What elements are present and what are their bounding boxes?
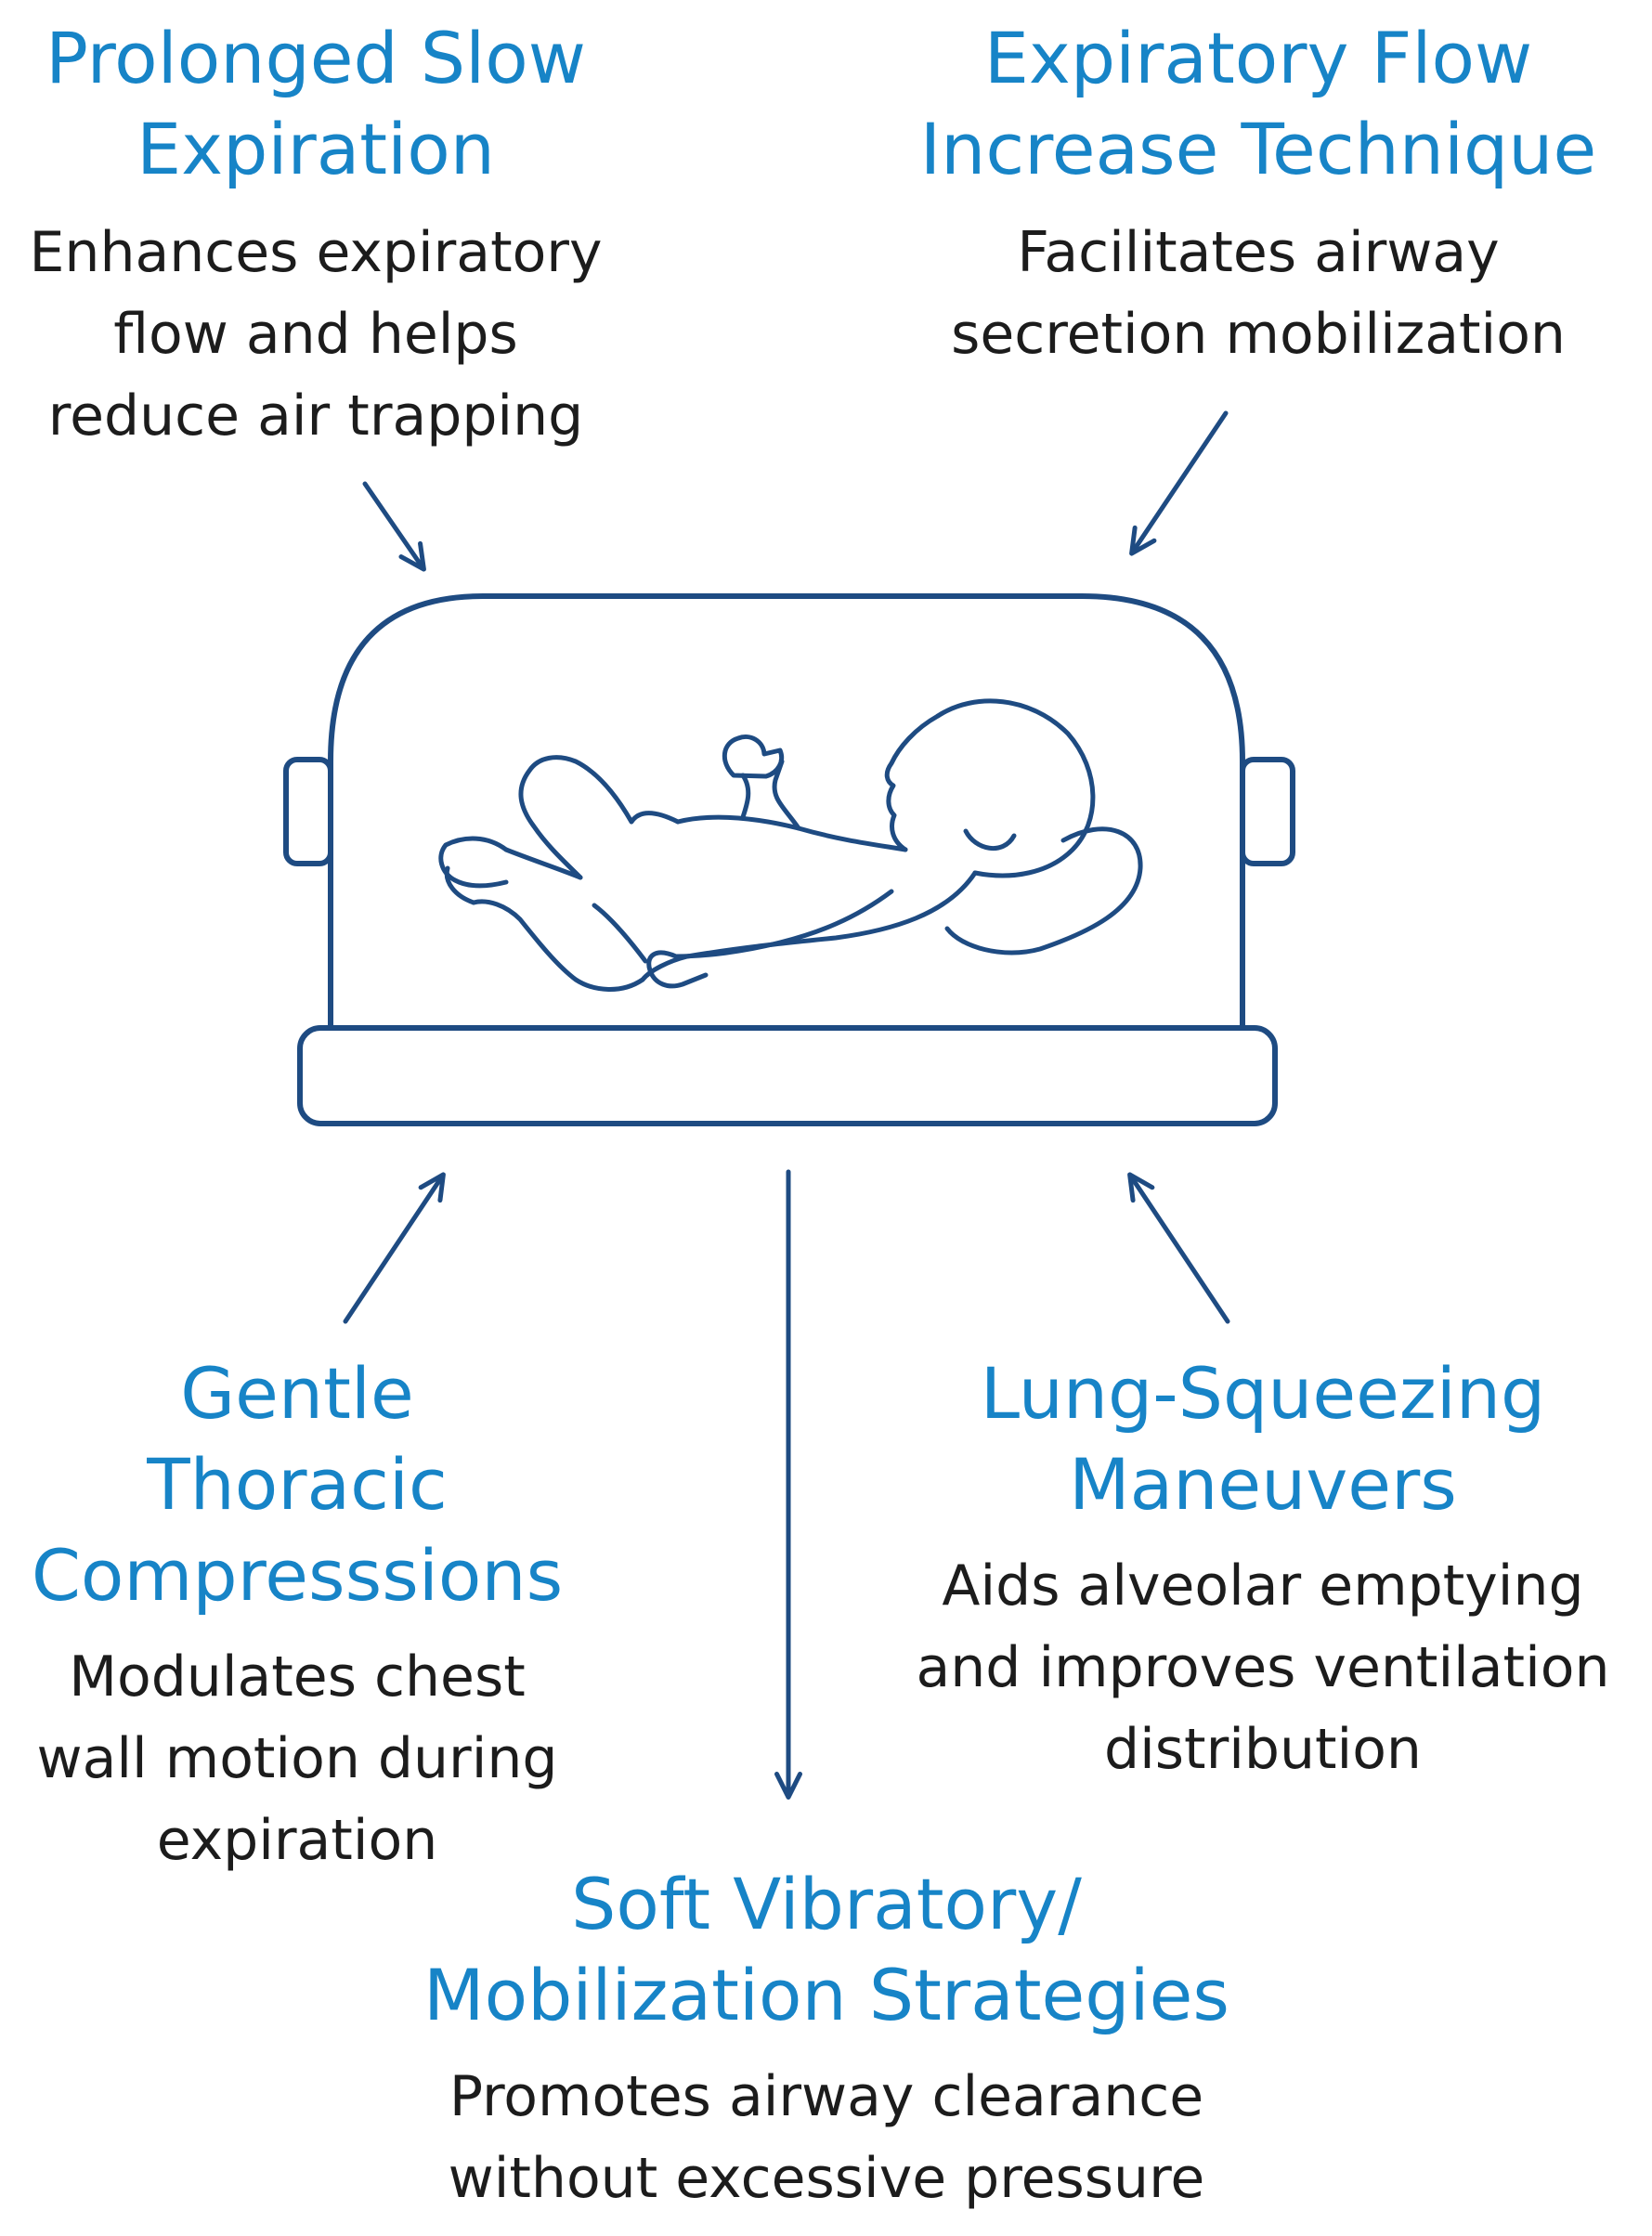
arrow-top-right [1129,410,1229,556]
title-line: Mobilization Strategies [423,1954,1229,2036]
description-line: and improves ventilation [916,1635,1610,1700]
description-line: Enhances expiratory [29,220,603,285]
technique-gentle-thoracic-compressions: Gentle Thoracic Compresssions Modulates … [0,1348,594,1881]
infant-icon [438,698,1143,992]
arrow-top-left [362,481,426,572]
arrows [343,410,1230,1800]
technique-title: Prolonged Slow Expiration [0,13,631,195]
technique-prolonged-slow-expiration: Prolonged Slow Expiration Enhances expir… [0,13,631,457]
description-line: expiration [156,1808,438,1873]
technique-description: Modulates chest wall motion during expir… [0,1636,594,1881]
description-line: distribution [1104,1717,1422,1782]
title-line: Increase Technique [919,108,1597,190]
technique-description: Facilitates airway secretion mobilizatio… [891,212,1625,375]
technique-description: Promotes airway clearance without excess… [362,2056,1291,2219]
description-line: wall motion during [36,1726,558,1791]
technique-title: Lung-Squeezing Maneuvers [891,1348,1634,1530]
arrow-bottom-left [343,1172,446,1324]
technique-soft-vibratory-mobilization: Soft Vibratory/ Mobilization Strategies … [362,1859,1291,2219]
incubator-icon [283,593,1295,1126]
technique-description: Enhances expiratory flow and helps reduc… [0,212,631,457]
description-line: Aids alveolar emptying [942,1554,1584,1618]
technique-lung-squeezing-maneuvers: Lung-Squeezing Maneuvers Aids alveolar e… [891,1348,1634,1790]
description-line: Promotes airway clearance [449,2064,1204,2129]
title-line: Gentle [180,1352,414,1435]
technique-description: Aids alveolar emptying and improves vent… [891,1545,1634,1790]
title-line: Maneuvers [1069,1443,1457,1526]
technique-expiratory-flow-increase: Expiratory Flow Increase Technique Facil… [891,13,1625,375]
title-line: Soft Vibratory/ [571,1863,1082,1945]
description-line: secretion mobilization [951,302,1566,367]
title-line: Prolonged Slow [46,17,586,99]
description-line: Facilitates airway [1017,220,1500,285]
technique-title: Soft Vibratory/ Mobilization Strategies [362,1859,1291,2041]
description-line: flow and helps [113,302,518,367]
title-line: Thoracic [147,1443,448,1526]
arrow-bottom-right [1127,1172,1230,1324]
technique-title: Gentle Thoracic Compresssions [0,1348,594,1621]
description-line: reduce air trapping [47,384,584,448]
description-line: without excessive pressure [448,2146,1205,2211]
description-line: Modulates chest [69,1644,526,1710]
technique-title: Expiratory Flow Increase Technique [891,13,1625,195]
title-line: Lung-Squeezing [980,1352,1546,1435]
title-line: Expiration [137,108,495,190]
title-line: Compresssions [31,1534,564,1617]
title-line: Expiratory Flow [983,17,1533,99]
